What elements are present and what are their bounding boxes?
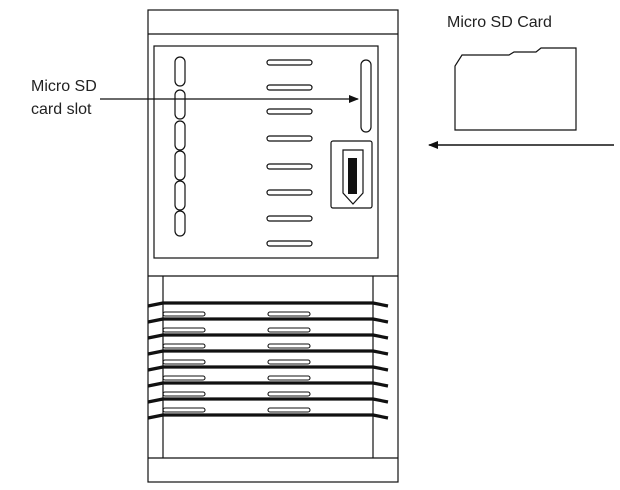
vent-slot [162, 375, 206, 381]
vent-slot [162, 391, 206, 397]
vent-slot [162, 311, 206, 317]
panel-slot [266, 84, 313, 91]
vent-slots [162, 311, 311, 413]
inner-panel [153, 45, 379, 259]
left-opening [174, 89, 186, 120]
panel-slot [266, 59, 313, 66]
vent-band [147, 317, 389, 324]
vent-bands [147, 301, 389, 420]
panel-slot [266, 240, 313, 247]
vent-slot [267, 359, 311, 365]
vent-slot [162, 327, 206, 333]
panel-slot [266, 163, 313, 170]
panel-slot [266, 108, 313, 115]
micro-sd-slot-label: Micro SD card slot [31, 75, 97, 121]
vent-slot [267, 375, 311, 381]
vent-slot [162, 359, 206, 365]
left-opening [174, 56, 186, 87]
micro-sd-card-label: Micro SD Card [447, 14, 552, 31]
vent-band [147, 301, 389, 308]
micro-sd-slot-label-line1: Micro SD [31, 78, 97, 95]
micro-sd-slot-label-line2: card slot [31, 101, 92, 118]
left-opening [174, 150, 186, 181]
panel-slot [266, 135, 313, 142]
vent-band [147, 381, 389, 388]
port-connector [330, 140, 373, 209]
port-socket [342, 149, 364, 205]
device-outline [147, 9, 399, 483]
vent-slot [267, 391, 311, 397]
vent-slot [267, 343, 311, 349]
port-contact [348, 158, 357, 194]
vent-band [147, 397, 389, 404]
vent-band [147, 413, 389, 420]
micro-sd-card-shape [454, 47, 577, 131]
left-openings [174, 56, 186, 237]
port-frame [330, 140, 373, 209]
micro-sd-card-slot [360, 59, 372, 133]
vent-band [147, 333, 389, 340]
vent-slot [267, 311, 311, 317]
vent-slot [267, 407, 311, 413]
panel-center-slots [266, 59, 313, 247]
vent-slot [162, 343, 206, 349]
panel-slot [266, 215, 313, 222]
left-opening [174, 180, 186, 211]
left-opening [174, 120, 186, 151]
vent-slot [162, 407, 206, 413]
device-body [147, 9, 399, 483]
vent-band [147, 349, 389, 356]
left-opening [174, 210, 186, 237]
vent-slot [267, 327, 311, 333]
panel-slot [266, 189, 313, 196]
vent-band [147, 365, 389, 372]
